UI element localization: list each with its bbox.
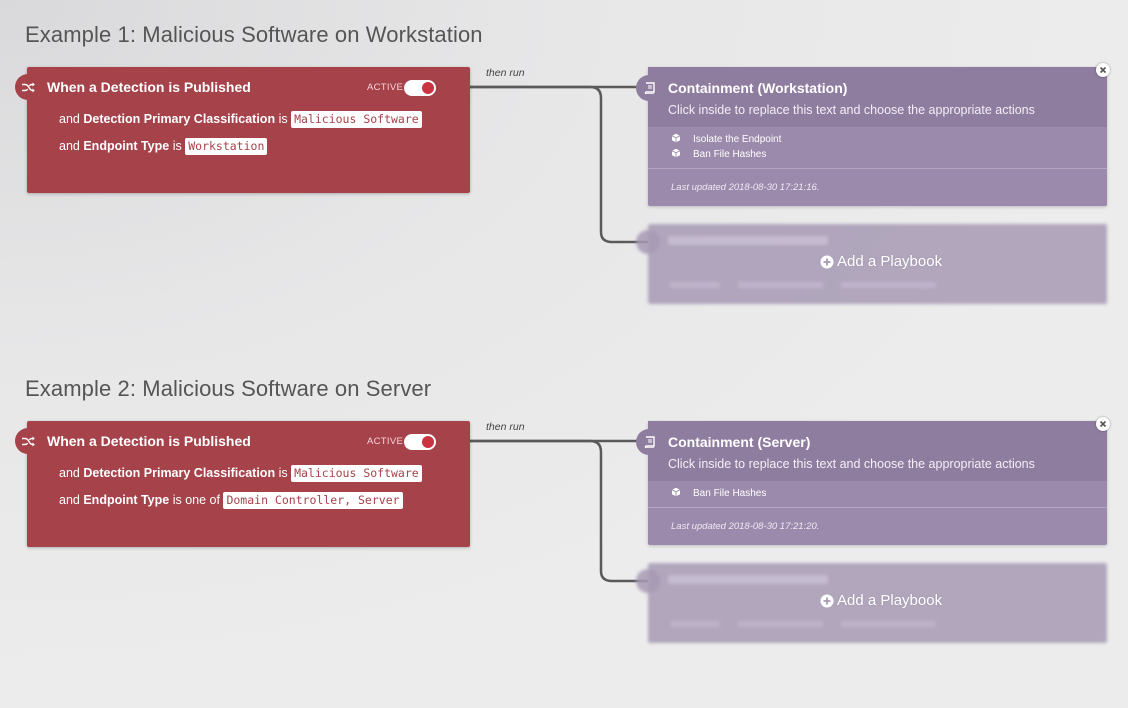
shuffle-icon xyxy=(15,428,41,454)
active-label: ACTIVE xyxy=(367,436,404,447)
condition-field: Endpoint Type xyxy=(83,139,170,153)
condition-field: Endpoint Type xyxy=(83,493,170,507)
playbook-title: Containment (Server) xyxy=(668,434,811,450)
cube-icon xyxy=(671,148,681,158)
playbook-description[interactable]: Click inside to replace this text and ch… xyxy=(668,457,1035,471)
condition-operator: is xyxy=(278,466,288,480)
connector-2-lower xyxy=(470,439,648,583)
active-label: ACTIVE xyxy=(367,82,404,93)
condition-prefix: and xyxy=(59,139,80,153)
book-icon xyxy=(636,75,662,101)
condition-row[interactable]: and Endpoint Type is Workstation xyxy=(59,138,268,155)
condition-field: Detection Primary Classification xyxy=(83,466,276,480)
playbook-title: Containment (Workstation) xyxy=(668,80,848,96)
add-playbook-label: Add a Playbook xyxy=(837,592,943,609)
connector-label: then run xyxy=(486,421,525,433)
condition-operator: is xyxy=(172,139,182,153)
playbook-updated: Last updated 2018-08-30 17:21:20. xyxy=(671,521,820,532)
condition-row[interactable]: and Detection Primary Classification is … xyxy=(59,465,422,482)
active-toggle[interactable] xyxy=(404,80,436,96)
add-playbook-label: Add a Playbook xyxy=(837,253,943,270)
playbook-placeholder-1[interactable] xyxy=(648,224,1107,304)
condition-prefix: and xyxy=(59,112,80,126)
condition-operator: is xyxy=(278,112,288,126)
condition-row[interactable]: and Endpoint Type is one of Domain Contr… xyxy=(59,492,403,509)
condition-value[interactable]: Workstation xyxy=(185,138,268,155)
playbook-actions: Ban File Hashes xyxy=(648,481,1107,508)
add-playbook-button[interactable]: Add a Playbook xyxy=(820,253,942,270)
plus-circle-icon xyxy=(820,594,834,607)
trigger-card-2[interactable]: When a Detection is Published ACTIVE and… xyxy=(15,421,470,547)
list-item: Ban File Hashes xyxy=(648,486,1107,501)
trigger-card-1[interactable]: When a Detection is Published ACTIVE and… xyxy=(15,67,470,193)
plus-circle-icon xyxy=(820,255,834,268)
close-icon[interactable] xyxy=(1096,417,1110,431)
list-item: Ban File Hashes xyxy=(648,147,1107,162)
active-toggle[interactable] xyxy=(404,434,436,450)
example-2-title: Example 2: Malicious Software on Server xyxy=(25,376,432,401)
action-label: Ban File Hashes xyxy=(693,149,767,160)
playbook-placeholder-2[interactable] xyxy=(648,563,1107,643)
close-icon[interactable] xyxy=(1096,63,1110,77)
example-1-title: Example 1: Malicious Software on Worksta… xyxy=(25,22,483,47)
toggle-knob xyxy=(422,82,434,94)
playbook-card-1[interactable]: Containment (Workstation) Click inside t… xyxy=(636,67,1107,206)
playbook-actions: Isolate the Endpoint Ban File Hashes xyxy=(648,127,1107,169)
connector-1-lower xyxy=(470,85,648,244)
condition-prefix: and xyxy=(59,466,80,480)
connector-label: then run xyxy=(486,67,525,79)
shuffle-icon xyxy=(15,74,41,100)
condition-value[interactable]: Malicious Software xyxy=(291,465,422,482)
cube-icon xyxy=(671,133,681,143)
playbook-card-2[interactable]: Containment (Server) Click inside to rep… xyxy=(636,421,1107,545)
action-label: Isolate the Endpoint xyxy=(693,134,782,145)
condition-field: Detection Primary Classification xyxy=(83,112,276,126)
book-icon xyxy=(636,429,662,455)
trigger-title: When a Detection is Published xyxy=(47,79,251,95)
add-playbook-button[interactable]: Add a Playbook xyxy=(820,592,942,609)
action-label: Ban File Hashes xyxy=(693,488,767,499)
list-item: Isolate the Endpoint xyxy=(648,132,1107,147)
playbook-header: Containment (Workstation) Click inside t… xyxy=(636,67,1107,127)
playbook-header: Containment (Server) Click inside to rep… xyxy=(636,421,1107,481)
condition-operator: is one of xyxy=(172,493,220,507)
playbook-updated: Last updated 2018-08-30 17:21:16. xyxy=(671,182,820,193)
trigger-title: When a Detection is Published xyxy=(47,433,251,449)
toggle-knob xyxy=(422,436,434,448)
condition-value[interactable]: Malicious Software xyxy=(291,111,422,128)
condition-value[interactable]: Domain Controller, Server xyxy=(223,492,403,509)
condition-prefix: and xyxy=(59,493,80,507)
condition-row[interactable]: and Detection Primary Classification is … xyxy=(59,111,422,128)
cube-icon xyxy=(671,487,681,497)
playbook-description[interactable]: Click inside to replace this text and ch… xyxy=(668,103,1035,117)
